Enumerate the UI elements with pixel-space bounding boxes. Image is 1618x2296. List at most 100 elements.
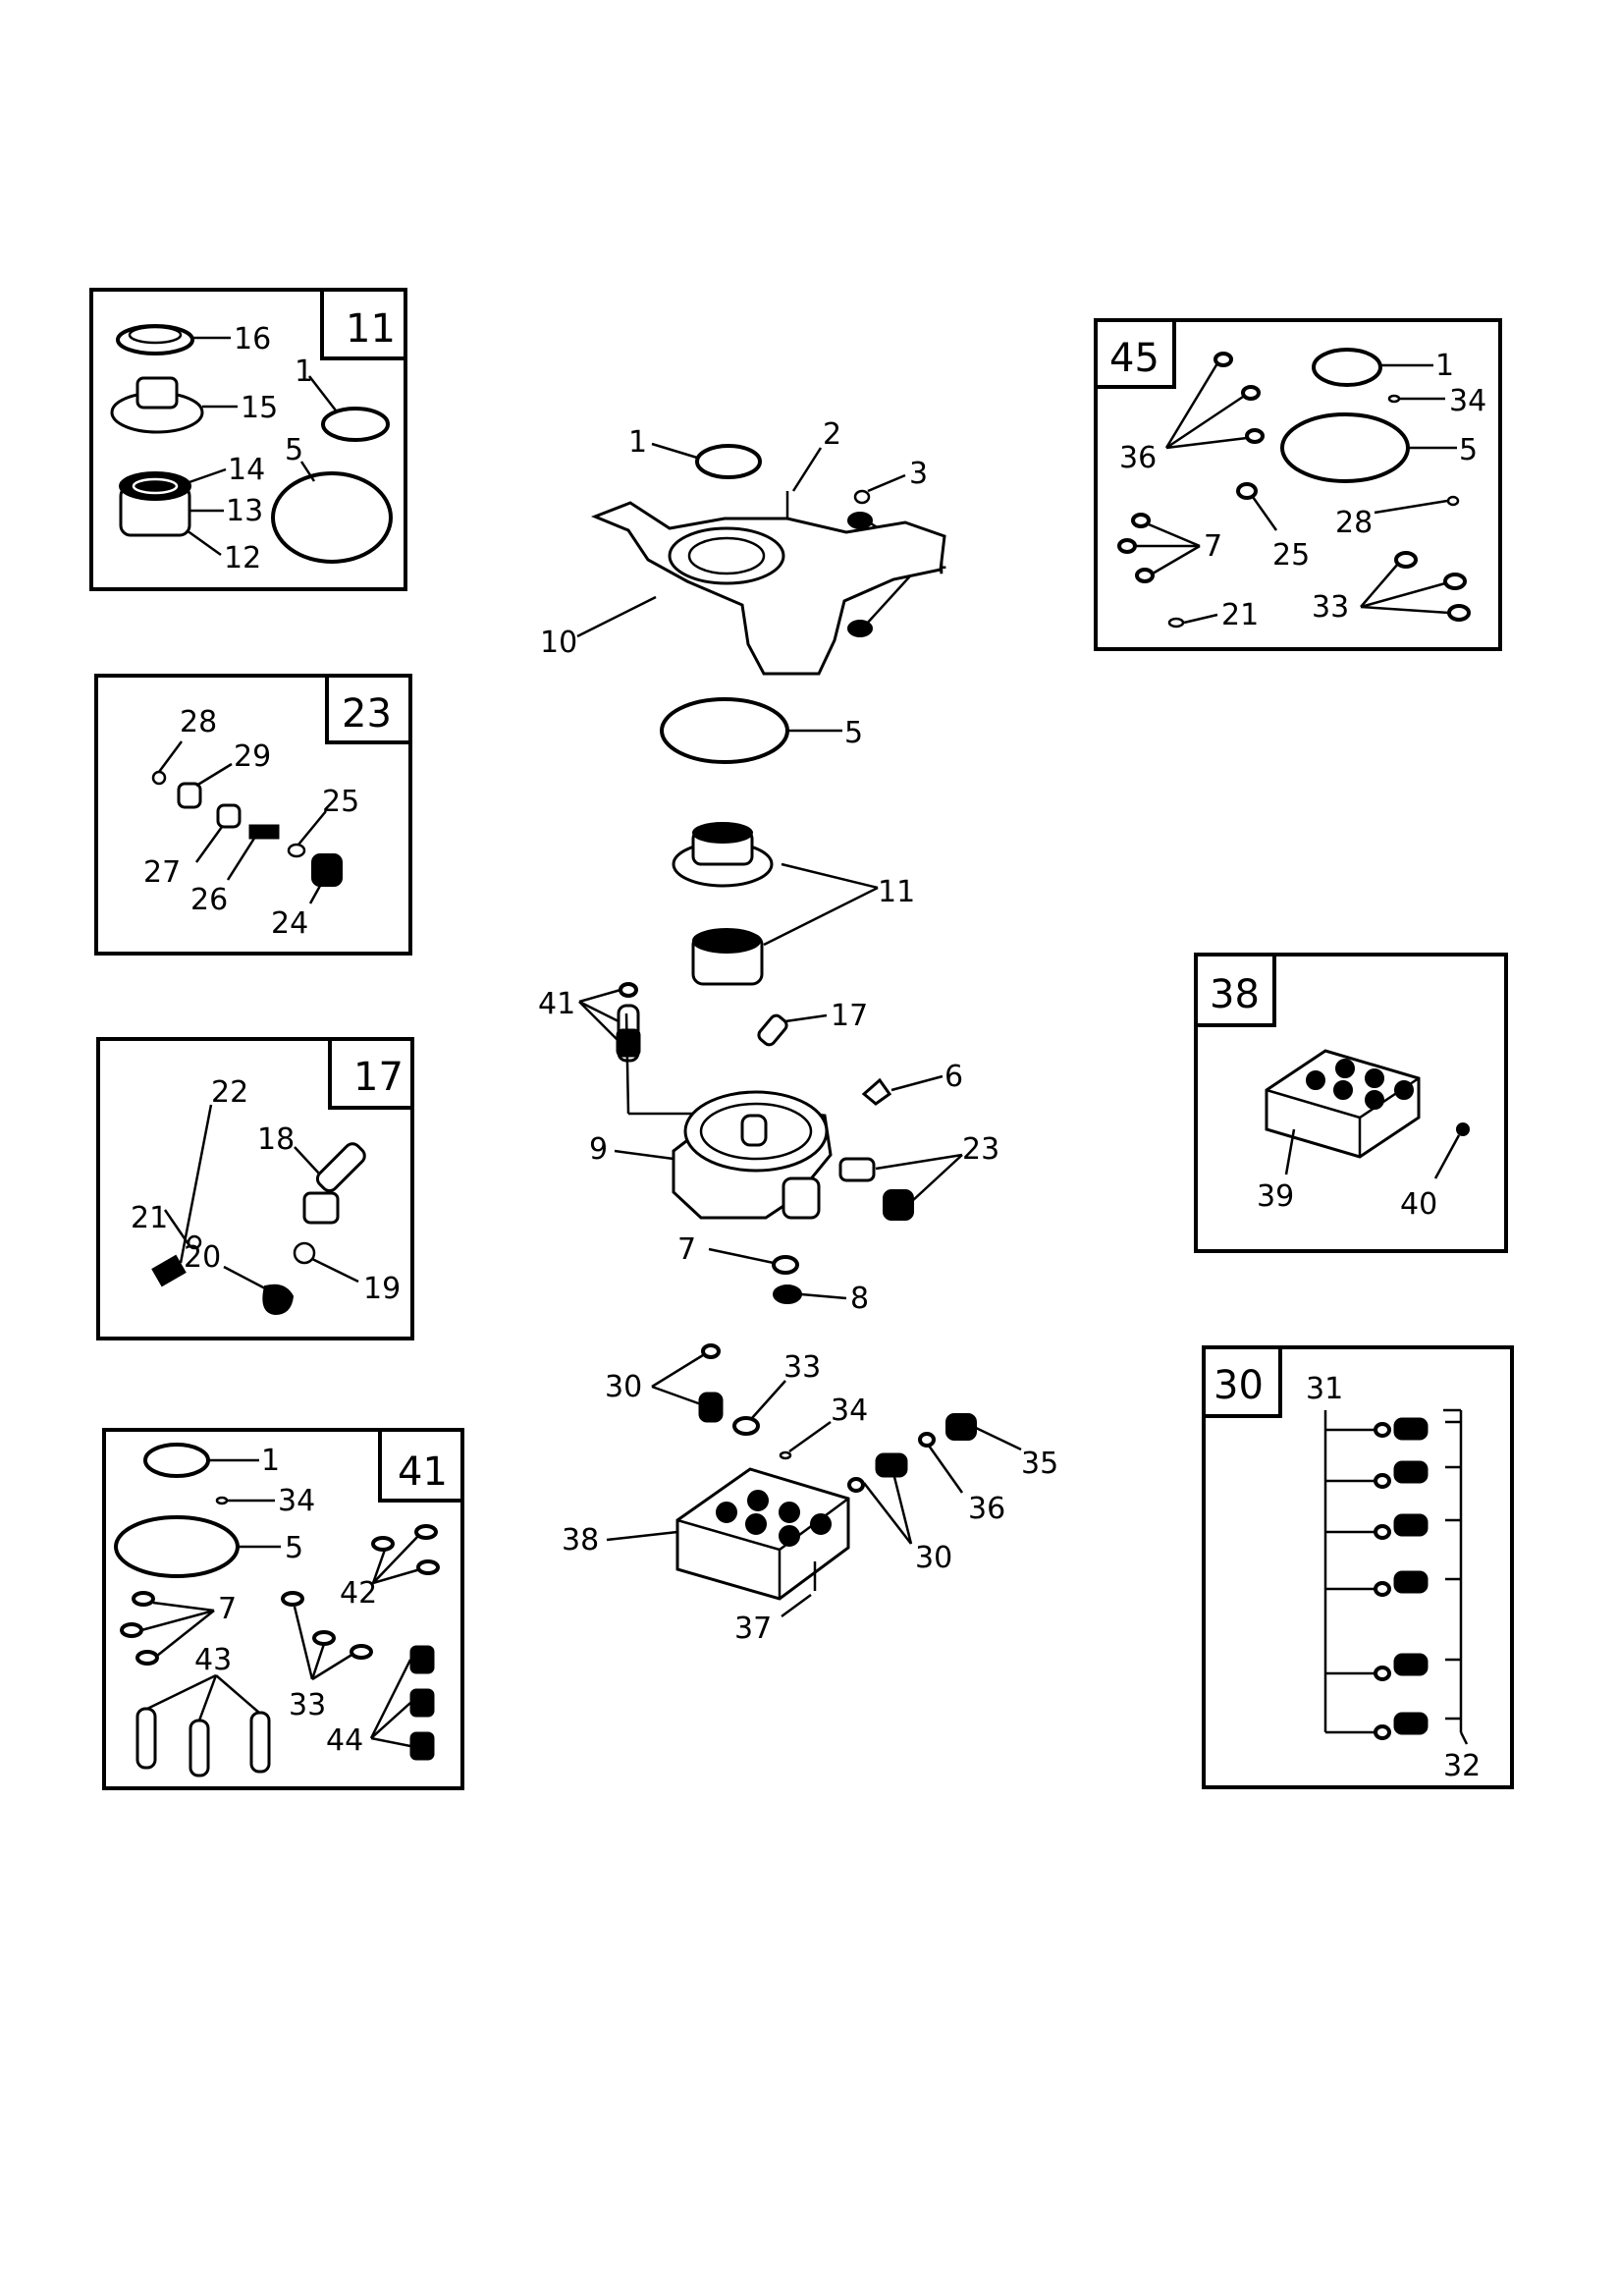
kit-17-number-box xyxy=(328,1037,414,1110)
main-assembly: 1 2 3 4 10 5 11 xyxy=(538,417,1058,1646)
callout-24: 24 xyxy=(271,906,308,941)
callout-33: 33 xyxy=(783,1350,821,1385)
callout-3: 3 xyxy=(909,457,928,491)
kit-17-frame xyxy=(96,1037,414,1340)
callout-36: 36 xyxy=(1119,441,1157,475)
plug-part xyxy=(311,853,343,887)
kit-38-number: 38 xyxy=(1210,972,1260,1017)
callout-18: 18 xyxy=(257,1122,295,1157)
callout-2: 2 xyxy=(823,417,841,452)
kit-45-number-box xyxy=(1094,318,1176,389)
callout-1: 1 xyxy=(261,1444,280,1478)
callout-37: 37 xyxy=(734,1612,772,1646)
callout-33: 33 xyxy=(289,1688,326,1722)
callout-17: 17 xyxy=(831,999,868,1033)
seal-part xyxy=(116,324,194,355)
spring-part xyxy=(151,1254,187,1287)
callout-23: 23 xyxy=(962,1132,999,1167)
callout-20: 20 xyxy=(184,1240,221,1275)
callout-15: 15 xyxy=(241,391,278,425)
callout-10: 10 xyxy=(540,626,577,660)
kit-41-number: 41 xyxy=(398,1449,448,1495)
callout-25: 25 xyxy=(1272,538,1310,573)
callout-34: 34 xyxy=(831,1394,868,1428)
kit-45-frame xyxy=(1094,318,1502,651)
callout-42: 42 xyxy=(340,1576,377,1611)
callout-16: 16 xyxy=(234,322,271,356)
kit-41-frame xyxy=(102,1428,464,1790)
callout-36: 36 xyxy=(968,1492,1005,1526)
callout-22: 22 xyxy=(211,1075,248,1110)
callout-11: 11 xyxy=(878,875,915,909)
callout-9: 9 xyxy=(589,1132,608,1167)
callout-34: 34 xyxy=(1449,384,1486,418)
kit-23-number-box xyxy=(325,674,412,744)
kit-11-number: 11 xyxy=(346,306,396,352)
kit-30-number-box xyxy=(1202,1345,1282,1418)
callout-7: 7 xyxy=(1204,529,1222,564)
callout-35: 35 xyxy=(1021,1447,1058,1481)
kit-23-number: 23 xyxy=(342,691,392,737)
callout-1: 1 xyxy=(295,355,313,389)
kit-45-panel: 45 1 34 36 5 7 25 28 21 xyxy=(1094,318,1502,651)
callout-14: 14 xyxy=(228,453,265,487)
kit-11-frame xyxy=(89,288,407,591)
callout-6: 6 xyxy=(944,1060,963,1094)
callout-39: 39 xyxy=(1257,1179,1294,1214)
callout-8: 8 xyxy=(850,1282,869,1316)
callout-40: 40 xyxy=(1400,1187,1437,1222)
large-o-ring-part xyxy=(271,471,393,564)
callout-25: 25 xyxy=(322,785,359,819)
callout-30: 30 xyxy=(605,1370,642,1404)
callout-27: 27 xyxy=(143,855,181,890)
callout-13: 13 xyxy=(226,494,263,528)
callout-5: 5 xyxy=(285,1531,303,1565)
callout-21: 21 xyxy=(1221,598,1259,632)
kit-38-panel: 38 39 40 xyxy=(1194,953,1508,1253)
callout-5: 5 xyxy=(844,716,863,750)
callout-33: 33 xyxy=(1312,590,1349,625)
callout-1: 1 xyxy=(628,425,647,460)
callout-12: 12 xyxy=(224,541,261,575)
callout-32: 32 xyxy=(1443,1749,1481,1783)
callout-7: 7 xyxy=(677,1232,696,1267)
kit-30-frame xyxy=(1202,1345,1514,1789)
callout-1: 1 xyxy=(1435,349,1454,383)
kit-38-frame xyxy=(1194,953,1508,1253)
callout-44: 44 xyxy=(326,1723,363,1758)
o-ring-part xyxy=(321,407,390,442)
kit-17-panel: 17 22 18 21 20 19 xyxy=(96,1037,414,1340)
valve-assembly-row xyxy=(1325,1417,1461,1740)
kit-30-panel: 30 31 32 xyxy=(1202,1345,1514,1789)
callout-7: 7 xyxy=(218,1592,237,1626)
kit-45-number: 45 xyxy=(1109,336,1160,381)
callout-41: 41 xyxy=(538,987,575,1021)
callout-21: 21 xyxy=(131,1201,168,1235)
callout-34: 34 xyxy=(278,1484,315,1518)
kit-23-panel: 23 28 29 25 27 26 24 xyxy=(94,674,412,956)
cap-part xyxy=(262,1284,295,1316)
callout-30: 30 xyxy=(915,1541,952,1575)
kit-11-panel: 11 16 15 14 13 12 1 5 xyxy=(89,288,407,591)
callout-5: 5 xyxy=(1459,433,1478,467)
callout-29: 29 xyxy=(234,739,271,774)
callout-28: 28 xyxy=(180,705,217,739)
callout-19: 19 xyxy=(363,1272,401,1306)
kit-41-panel: 41 1 34 5 42 7 43 33 xyxy=(102,1428,464,1790)
callout-38: 38 xyxy=(562,1523,599,1558)
crankcase-part xyxy=(590,501,946,676)
callout-5: 5 xyxy=(285,433,303,467)
kit-17-number: 17 xyxy=(353,1055,404,1100)
valve-part xyxy=(177,782,202,809)
kit-38-number-box xyxy=(1194,953,1276,1027)
kit-23-frame xyxy=(94,674,412,956)
callout-28: 28 xyxy=(1335,506,1373,540)
valve-head-part xyxy=(675,1467,850,1601)
callout-43: 43 xyxy=(194,1643,232,1677)
callout-26: 26 xyxy=(190,883,228,917)
kit-11-number-box xyxy=(320,288,407,360)
spring-part xyxy=(248,824,280,840)
kit-30-number: 30 xyxy=(1214,1363,1264,1408)
kit-41-number-box xyxy=(378,1428,464,1503)
